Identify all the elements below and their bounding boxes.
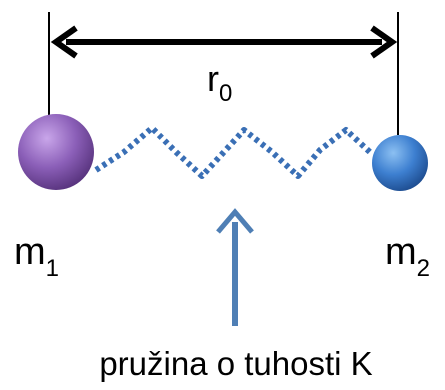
mass-right-label-sub: 2 <box>417 255 430 282</box>
mass-right-label: m2 <box>385 231 430 282</box>
distance-label-main: r <box>207 58 219 99</box>
distance-arrow <box>50 25 398 59</box>
mass-right-label-main: m <box>385 231 417 273</box>
pointer-arrow <box>216 208 254 326</box>
mass-left-ball <box>18 114 94 190</box>
distance-label-sub: 0 <box>219 80 232 107</box>
mass-right-ball <box>372 135 428 191</box>
distance-label: r0 <box>207 58 232 107</box>
spring-caption: pružina o tuhosti K <box>99 345 372 382</box>
mass-left-label-sub: 1 <box>46 255 59 282</box>
mass-left-label-main: m <box>14 231 46 273</box>
spring <box>94 125 375 179</box>
mass-left-label: m1 <box>14 231 59 282</box>
